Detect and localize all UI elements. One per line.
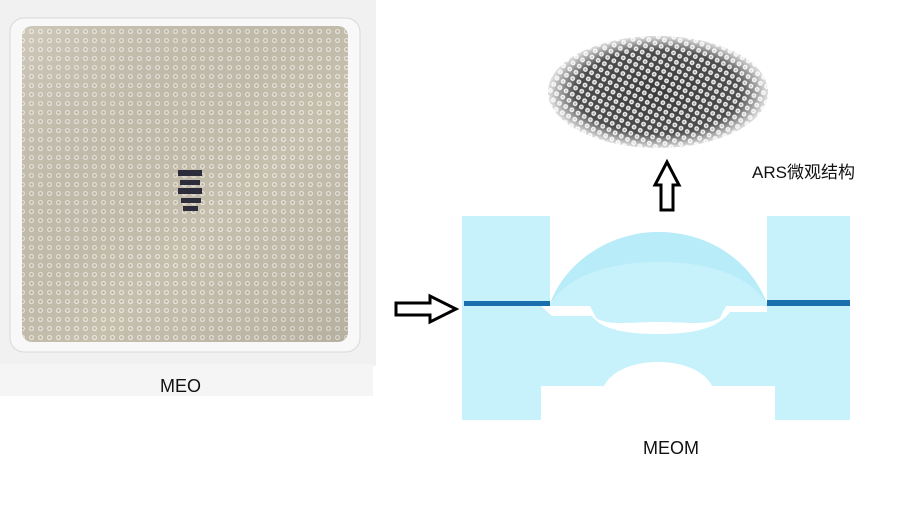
meom-cross-section: [462, 216, 850, 420]
outline-up-arrow-icon: [652, 158, 682, 212]
ars-microstructure-image: [548, 36, 768, 148]
meo-label: MEO: [160, 376, 202, 396]
meom-upper-cavity: [550, 232, 767, 304]
meom-right-line: [767, 300, 850, 306]
meo-plate-marking: [178, 170, 202, 211]
ars-label: ARS微观结构: [752, 163, 855, 182]
meom-label: MEOM: [643, 438, 699, 458]
outline-right-arrow-icon: [394, 293, 460, 325]
meom-lower-cavity: [541, 306, 767, 334]
meom-left-line: [464, 301, 550, 306]
meo-plate: [9, 17, 361, 353]
meo-photo-base: [0, 364, 373, 396]
meom-mold-body: [462, 216, 850, 420]
